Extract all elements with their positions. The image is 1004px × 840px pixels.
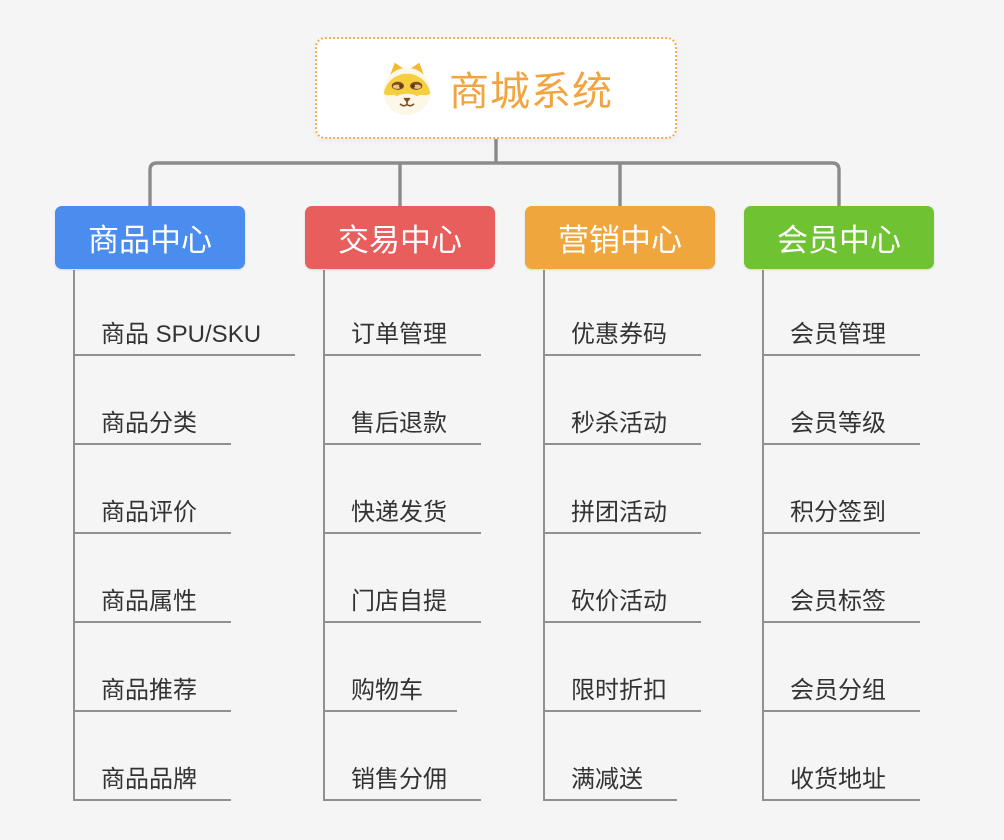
child-node[interactable]: 门店自提: [323, 578, 481, 623]
child-node-label: 会员等级: [790, 410, 886, 437]
child-node[interactable]: 售后退款: [323, 400, 481, 445]
child-node-label: 秒杀活动: [571, 410, 667, 437]
child-node[interactable]: 优惠券码: [543, 311, 701, 356]
child-node-label: 拼团活动: [571, 499, 667, 526]
child-node-label: 会员标签: [790, 588, 886, 615]
child-node[interactable]: 砍价活动: [543, 578, 701, 623]
child-node-label: 积分签到: [790, 499, 886, 526]
child-node[interactable]: 商品 SPU/SKU: [73, 311, 296, 356]
child-node[interactable]: 会员标签: [762, 578, 920, 623]
child-node[interactable]: 拼团活动: [543, 489, 701, 534]
child-node[interactable]: 秒杀活动: [543, 400, 701, 445]
child-node[interactable]: 购物车: [323, 667, 457, 712]
root-title: 商城系统: [449, 70, 613, 114]
child-node-label: 销售分佣: [351, 766, 447, 793]
child-node-label: 优惠券码: [571, 321, 667, 348]
child-node-label: 订单管理: [351, 321, 447, 348]
child-node[interactable]: 商品品牌: [73, 756, 231, 801]
child-node[interactable]: 订单管理: [323, 311, 481, 356]
branch-node-trade[interactable]: 交易中心: [305, 206, 495, 269]
child-node-label: 满减送: [571, 766, 643, 793]
child-node[interactable]: 积分签到: [762, 489, 920, 534]
child-node-label: 商品评价: [101, 499, 197, 526]
child-node-label: 会员分组: [790, 677, 886, 704]
child-node[interactable]: 商品推荐: [73, 667, 231, 712]
child-node-label: 限时折扣: [571, 677, 667, 704]
child-node-label: 商品属性: [101, 588, 197, 615]
trunk-line: [543, 270, 545, 801]
child-node[interactable]: 会员管理: [762, 311, 920, 356]
child-node[interactable]: 商品评价: [73, 489, 231, 534]
trunk-line: [762, 270, 764, 801]
shiba-dog-icon: [383, 62, 431, 116]
trunk-line: [323, 270, 325, 801]
root-node[interactable]: 商城系统: [315, 37, 677, 139]
child-node-label: 商品推荐: [101, 677, 197, 704]
child-node-label: 会员管理: [790, 321, 886, 348]
child-node[interactable]: 销售分佣: [323, 756, 481, 801]
child-node-label: 商品分类: [101, 410, 197, 437]
branch-node-goods[interactable]: 商品中心: [55, 206, 245, 269]
child-node-label: 收货地址: [790, 766, 886, 793]
child-node-label: 快递发货: [351, 499, 447, 526]
child-node[interactable]: 会员等级: [762, 400, 920, 445]
child-node[interactable]: 快递发货: [323, 489, 481, 534]
child-node-label: 砍价活动: [571, 588, 667, 615]
child-node[interactable]: 会员分组: [762, 667, 920, 712]
child-node-label: 商品 SPU/SKU: [101, 321, 262, 348]
branch-node-marketing[interactable]: 营销中心: [525, 206, 715, 269]
child-node[interactable]: 商品分类: [73, 400, 231, 445]
child-node-label: 商品品牌: [101, 766, 197, 793]
branch-node-member[interactable]: 会员中心: [744, 206, 934, 269]
child-node-label: 售后退款: [351, 410, 447, 437]
child-node-label: 门店自提: [351, 588, 447, 615]
child-node[interactable]: 商品属性: [73, 578, 231, 623]
main-rail-line: [148, 161, 841, 208]
child-node[interactable]: 限时折扣: [543, 667, 701, 712]
child-node[interactable]: 满减送: [543, 756, 677, 801]
child-node-label: 购物车: [351, 677, 423, 704]
child-node[interactable]: 收货地址: [762, 756, 920, 801]
trunk-line: [73, 270, 75, 801]
